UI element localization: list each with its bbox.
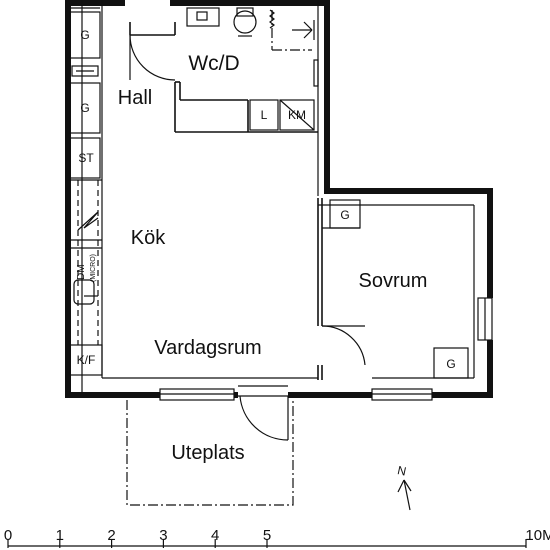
fixture-l: L	[249, 99, 279, 131]
room-label-wc: Wc/D	[188, 52, 239, 75]
wc-sink	[186, 7, 220, 27]
fixture-g-sovrum-top: G	[322, 199, 361, 229]
fixture-dishwasher: DM (MICRO)	[70, 247, 102, 282]
fixture-g-top: G	[69, 11, 101, 59]
exterior-walls	[65, 0, 493, 398]
fixture-g-sovrum-bottom: G	[433, 347, 469, 379]
scale-tick-label: 2	[107, 527, 115, 544]
scale-tick-label: 4	[211, 527, 219, 544]
fixture-small-box	[71, 65, 99, 77]
sovrum-door	[321, 325, 366, 366]
room-label-kok: Kök	[131, 227, 166, 249]
room-label-sovrum: Sovrum	[359, 270, 428, 292]
fixture-g-top-label: G	[80, 28, 89, 42]
north-arrow: N	[396, 463, 412, 511]
wc-toilet	[233, 7, 257, 37]
fixture-g-sovrum-top-label: G	[340, 208, 349, 222]
fixture-km: KM	[279, 99, 315, 131]
window-bottom-right	[371, 388, 433, 401]
north-label: N	[396, 463, 407, 478]
room-label-hall: Hall	[118, 87, 152, 109]
wc-radiator-right	[313, 59, 319, 87]
room-label-vardagsrum: Vardagsrum	[154, 337, 261, 359]
fixture-km-label: KM	[288, 108, 306, 122]
wc-shower	[271, 10, 315, 51]
patio-door	[238, 385, 289, 441]
fixture-st: ST	[69, 137, 101, 179]
fixture-st-label: ST	[78, 151, 94, 165]
fixture-g-sovrum-bottom-label: G	[446, 357, 455, 371]
scale-tick-label: 10M	[525, 527, 550, 544]
micro-label: (MICRO)	[90, 254, 97, 282]
window-right	[477, 297, 495, 341]
fixture-kf: K/F	[69, 344, 103, 376]
fixture-sink	[73, 279, 98, 305]
wc-door	[129, 34, 176, 81]
uteplats-outline	[126, 400, 294, 506]
fixture-g-middle-label: G	[80, 101, 89, 115]
interior-walls	[129, 22, 323, 380]
fixture-l-label: L	[261, 108, 268, 122]
fixture-stove-zigzag	[70, 211, 102, 241]
window-bottom-left	[159, 388, 235, 401]
scale-tick-label: 0	[4, 527, 12, 544]
scale-tick-label: 3	[159, 527, 167, 544]
scale-bar: 0 1 2 3 4 5 10M	[4, 527, 550, 548]
fixture-kf-label: K/F	[77, 353, 96, 367]
dm-label: DM	[76, 264, 87, 280]
inner-wall-lines	[81, 0, 475, 394]
room-label-uteplats: Uteplats	[171, 442, 244, 464]
scale-tick-label: 1	[56, 527, 64, 544]
scale-tick-label: 5	[263, 527, 271, 544]
left-counter	[68, 179, 102, 345]
fixture-g-middle: G	[69, 82, 101, 134]
wc-radiator	[269, 9, 275, 29]
